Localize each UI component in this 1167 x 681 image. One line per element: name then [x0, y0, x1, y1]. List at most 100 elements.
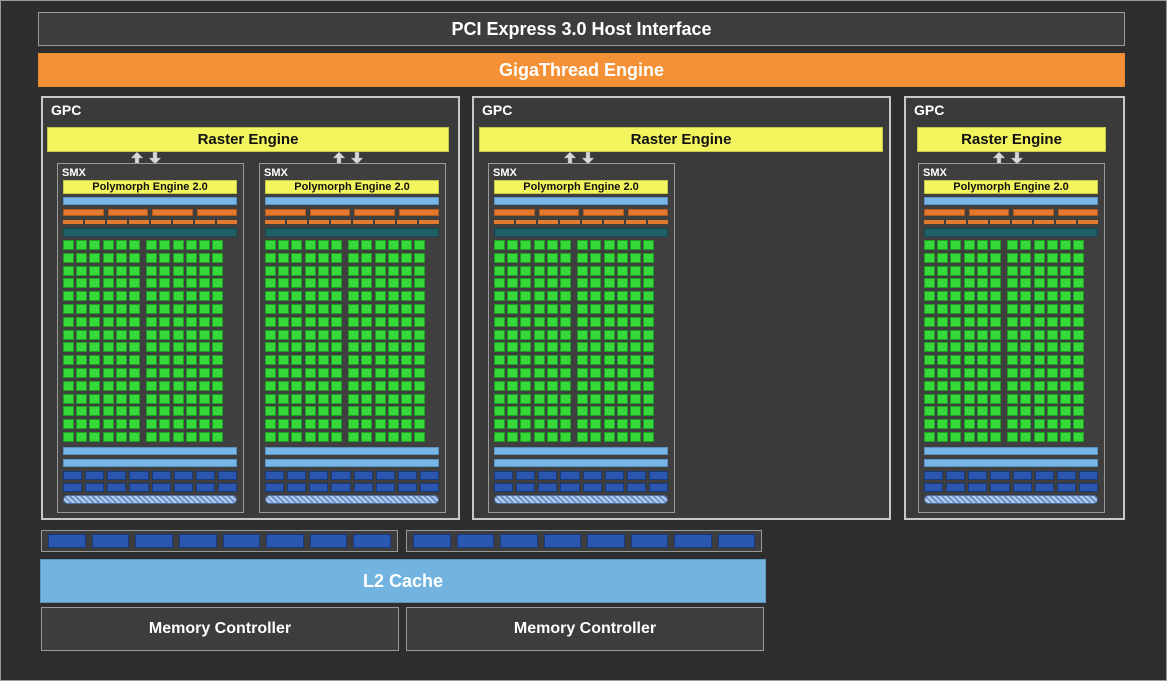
- cuda-core: [304, 380, 316, 391]
- texture-unit: [648, 471, 668, 480]
- cuda-core: [1073, 342, 1085, 353]
- warp-scheduler: [1057, 209, 1098, 216]
- texture-unit: [63, 471, 83, 480]
- texture-unit: [494, 471, 514, 480]
- cuda-core: [963, 432, 975, 442]
- cuda-core: [577, 432, 589, 442]
- memory-controller: Memory Controller: [406, 607, 764, 651]
- cuda-core: [976, 252, 988, 263]
- cuda-core: [533, 278, 545, 289]
- cuda-core-array: [63, 240, 237, 444]
- texture-unit: [217, 483, 237, 492]
- cuda-core: [1033, 368, 1045, 378]
- cuda-core: [1020, 240, 1032, 250]
- cuda-core: [401, 368, 412, 378]
- cuda-core: [520, 240, 532, 250]
- cuda-core: [560, 419, 571, 430]
- texture-unit: [151, 483, 171, 492]
- cuda-core: [1007, 342, 1019, 353]
- texture-unit: [375, 483, 395, 492]
- cuda-core: [374, 265, 386, 276]
- cuda-core: [937, 265, 949, 276]
- cuda-core: [590, 329, 602, 340]
- cuda-core: [963, 278, 975, 289]
- cuda-core: [401, 278, 412, 289]
- cuda-core: [590, 432, 602, 442]
- cuda-core: [199, 355, 210, 366]
- cuda-core: [199, 278, 210, 289]
- cuda-core: [401, 419, 412, 430]
- cuda-core: [630, 393, 641, 404]
- instruction-cache: [494, 197, 668, 205]
- cuda-core: [159, 278, 171, 289]
- cuda-core: [185, 419, 197, 430]
- cuda-core: [1007, 240, 1019, 250]
- cuda-core: [937, 432, 949, 442]
- cuda-core: [115, 368, 127, 378]
- cuda-core: [401, 380, 412, 391]
- cuda-core: [185, 304, 197, 314]
- cuda-core: [278, 368, 290, 378]
- cuda-core: [1046, 240, 1058, 250]
- cuda-core: [963, 355, 975, 366]
- l1-cache: [63, 459, 237, 467]
- cuda-core: [387, 419, 399, 430]
- raster-engine-label: Raster Engine: [630, 131, 732, 148]
- cuda-core: [401, 393, 412, 404]
- cuda-core: [590, 380, 602, 391]
- cuda-core: [590, 278, 602, 289]
- cuda-core: [304, 316, 316, 327]
- cuda-core: [590, 304, 602, 314]
- cuda-core: [387, 316, 399, 327]
- cuda-core: [990, 393, 1001, 404]
- warp-scheduler: [924, 209, 965, 216]
- cuda-core: [304, 265, 316, 276]
- cuda-core: [265, 419, 276, 430]
- cuda-core: [361, 380, 373, 391]
- cuda-core: [577, 252, 589, 263]
- cuda-core: [63, 419, 74, 430]
- cuda-core: [1046, 278, 1058, 289]
- cuda-core: [976, 432, 988, 442]
- cuda-core: [146, 252, 158, 263]
- cuda-core: [630, 291, 641, 302]
- cuda-core: [590, 240, 602, 250]
- cuda-core: [976, 329, 988, 340]
- cuda-core: [159, 342, 171, 353]
- cuda-core: [331, 265, 342, 276]
- cuda-core: [89, 368, 101, 378]
- cuda-core: [278, 329, 290, 340]
- dispatch-unit: [217, 220, 237, 224]
- cuda-core: [950, 406, 962, 417]
- cuda-core: [494, 355, 505, 366]
- cuda-core: [603, 368, 615, 378]
- texture-unit: [331, 483, 351, 492]
- cuda-core: [63, 355, 74, 366]
- cuda-core: [265, 291, 276, 302]
- texture-unit: [1034, 483, 1054, 492]
- cuda-core: [1020, 419, 1032, 430]
- cuda-core: [348, 291, 360, 302]
- texture-unit: [129, 483, 149, 492]
- cuda-core: [159, 304, 171, 314]
- cuda-core: [159, 419, 171, 430]
- cuda-core: [129, 419, 140, 430]
- cuda-core: [507, 278, 519, 289]
- cuda-core: [1007, 406, 1019, 417]
- warp-scheduler-row: [63, 209, 237, 216]
- cuda-core: [643, 432, 655, 442]
- polymorph-engine: Polymorph Engine 2.0: [924, 180, 1098, 194]
- cuda-core: [374, 342, 386, 353]
- cuda-core: [963, 252, 975, 263]
- cuda-core: [348, 240, 360, 250]
- cuda-core: [937, 252, 949, 263]
- cuda-core: [265, 380, 276, 391]
- cuda-core: [1033, 432, 1045, 442]
- cuda-core: [1073, 406, 1085, 417]
- cuda-core: [1020, 265, 1032, 276]
- cuda-core: [265, 252, 276, 263]
- cuda-core: [1007, 252, 1019, 263]
- cuda-core: [265, 393, 276, 404]
- cuda-core: [560, 278, 571, 289]
- cuda-core: [278, 316, 290, 327]
